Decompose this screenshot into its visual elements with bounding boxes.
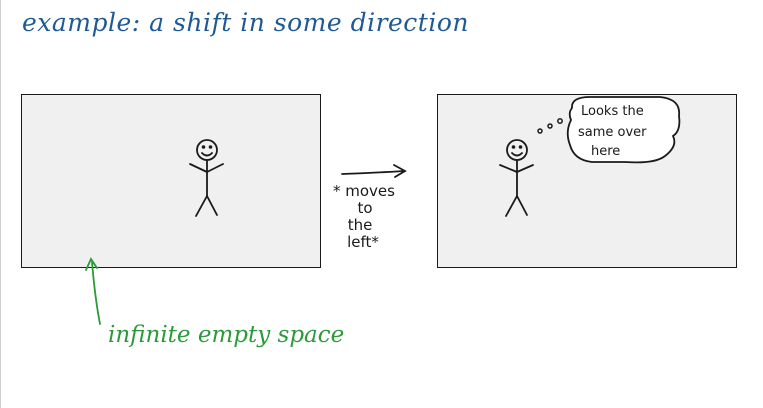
bubble-text-line-1: Looks the: [581, 104, 644, 119]
bubble-text-line-3: here: [591, 144, 621, 159]
bubble-text-line-2: same over: [578, 125, 647, 140]
page-edge: [0, 0, 1, 408]
infinite-space-label: infinite empty space: [108, 322, 345, 348]
move-text-line-1: * moves: [333, 182, 395, 200]
arrow-up-icon: [85, 257, 101, 325]
move-text-line-4: left*: [347, 233, 379, 251]
move-text-line-3: the: [347, 216, 373, 234]
stick-figure-icon: [189, 139, 224, 217]
speech-bubble-icon: [566, 96, 681, 164]
arrow-right-icon: [341, 164, 407, 178]
move-text-line-2: to: [357, 199, 373, 217]
left-panel: [21, 94, 321, 268]
page-title: example: a shift in some direction: [22, 8, 470, 37]
thought-dots-icon: [537, 118, 563, 134]
stick-figure-icon: [499, 139, 534, 217]
